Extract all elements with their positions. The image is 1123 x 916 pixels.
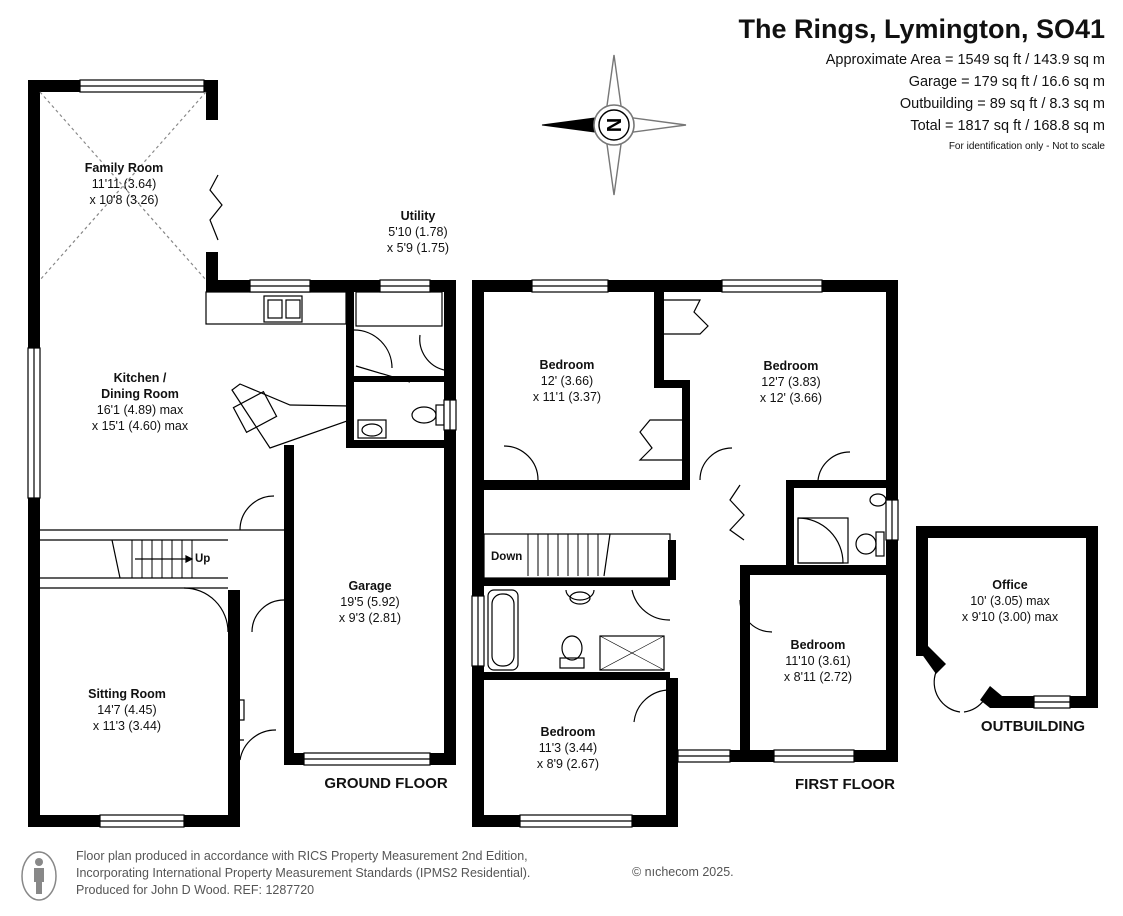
- footer-text: Floor plan produced in accordance with R…: [76, 848, 530, 899]
- outbuilding-label: OUTBUILDING: [980, 718, 1086, 735]
- garage-area: Garage = 179 sq ft / 16.6 sq m: [908, 74, 1105, 90]
- footer-line-2: Incorporating International Property Mea…: [76, 866, 531, 880]
- outbuilding-area: Outbuilding = 89 sq ft / 8.3 sq m: [899, 96, 1105, 112]
- footer-line-3: Produced for John D Wood. REF: 1287720: [76, 883, 315, 897]
- first-floor-label: FIRST FLOOR: [795, 776, 895, 793]
- disclaimer: For identification only - Not to scale: [948, 141, 1105, 152]
- approx-area: Approximate Area = 1549 sq ft / 143.9 sq…: [825, 52, 1105, 68]
- footer-line-1: Floor plan produced in accordance with R…: [76, 849, 528, 863]
- total-area: Total = 1817 sq ft / 168.8 sq m: [910, 118, 1105, 134]
- compass-rose-icon: N: [541, 54, 687, 196]
- first-floor-walls: [471, 279, 899, 828]
- property-title: The Rings, Lymington, SO41: [738, 14, 1105, 44]
- stairs-down-label: Down: [491, 551, 523, 563]
- svg-text:N: N: [604, 118, 626, 132]
- person-icon: [21, 851, 57, 901]
- outbuilding-walls: [916, 526, 1098, 713]
- stairs-up-label: Up: [195, 553, 211, 565]
- ground-floor-walls: [27, 79, 457, 828]
- ground-floor-label: GROUND FLOOR: [324, 775, 448, 792]
- footer-credit: © nıchecom 2025.: [632, 865, 734, 879]
